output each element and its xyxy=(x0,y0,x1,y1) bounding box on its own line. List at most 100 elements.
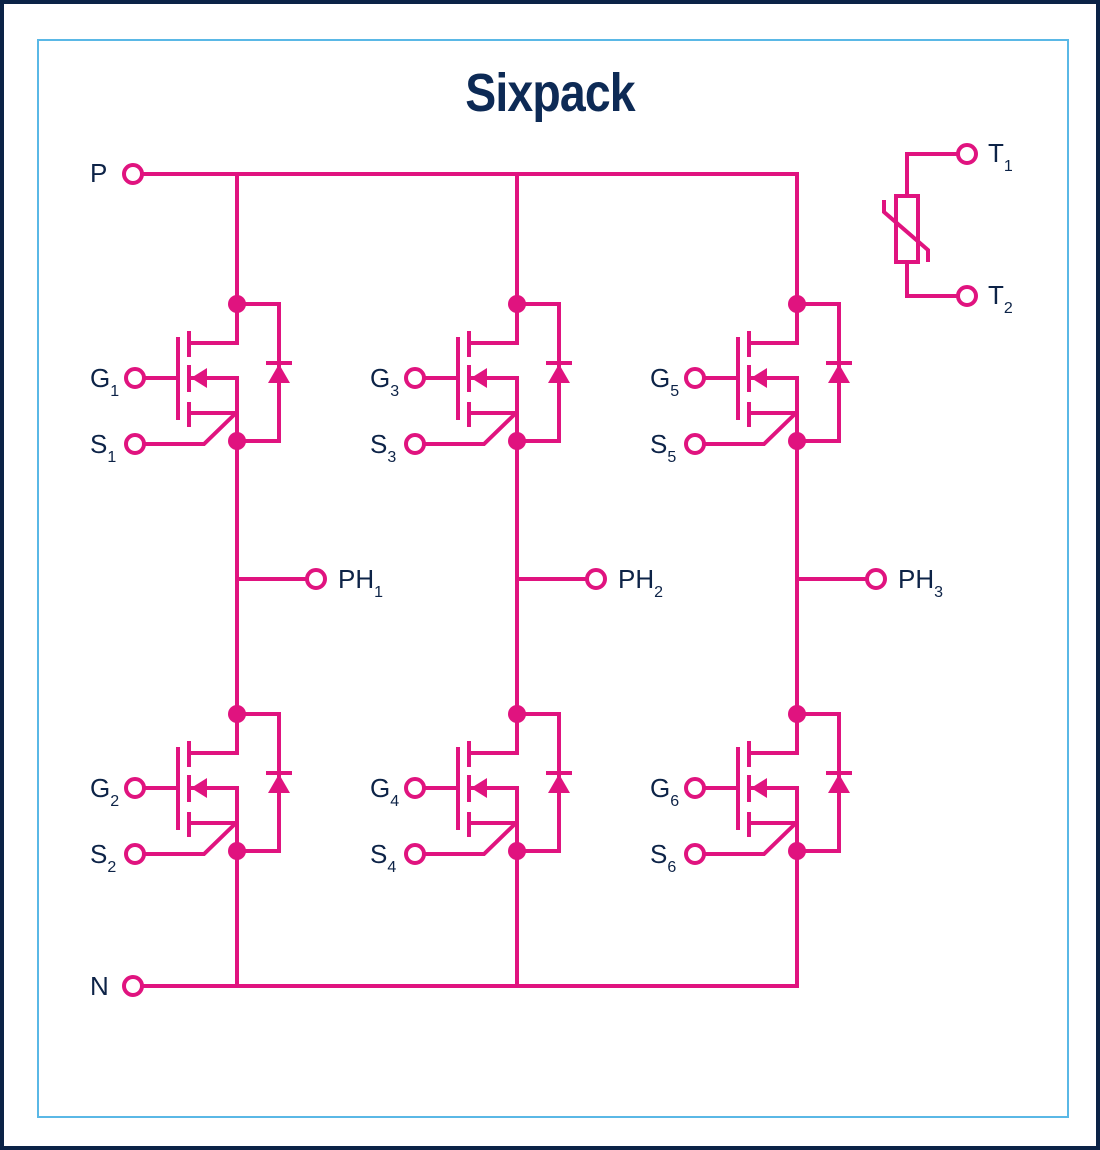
drain-wire xyxy=(469,304,519,345)
drain-wire xyxy=(749,714,799,755)
gate-label-sub: 5 xyxy=(670,383,679,400)
kelvin-source-lead xyxy=(423,410,519,446)
junction-dot xyxy=(508,295,526,313)
source-terminal[interactable] xyxy=(684,843,706,865)
t1-main: T xyxy=(988,138,1004,168)
negative-terminal[interactable] xyxy=(122,975,144,997)
source-label-sub: 1 xyxy=(107,449,116,466)
body-diode-arrow-icon xyxy=(471,778,487,798)
source-label-main: S xyxy=(650,839,667,869)
kelvin-source-lead xyxy=(703,410,799,446)
source-label-sub: 4 xyxy=(387,859,396,876)
source-label: S3 xyxy=(370,429,396,466)
body-diode-arrow-icon xyxy=(471,368,487,388)
negative-rail: N xyxy=(90,852,799,1001)
gate-terminal[interactable] xyxy=(404,367,426,389)
t1-sub: 1 xyxy=(1004,158,1013,175)
source-terminal[interactable] xyxy=(404,843,426,865)
source-label-main: S xyxy=(90,429,107,459)
diode-wire xyxy=(517,712,561,853)
junction-dot xyxy=(788,295,806,313)
gate-label-sub: 3 xyxy=(390,383,399,400)
gate-label-sub: 2 xyxy=(110,793,119,810)
kelvin-source-lead xyxy=(423,820,519,856)
gate-label-main: G xyxy=(370,363,390,393)
phase-terminal-3[interactable] xyxy=(865,568,887,590)
negative-rail-label: N xyxy=(90,971,109,1001)
positive-terminal[interactable] xyxy=(122,163,144,185)
source-label: S4 xyxy=(370,839,396,876)
phase-label-2: PH2 xyxy=(618,564,663,601)
junction-dot xyxy=(508,705,526,723)
drain-wire xyxy=(189,304,239,345)
gate-label: G1 xyxy=(90,363,119,400)
source-label-sub: 6 xyxy=(667,859,676,876)
thermistor-ntc-slash xyxy=(882,200,930,262)
phase-label-1-main: PH xyxy=(338,564,374,594)
junction-dot xyxy=(228,432,246,450)
thermistor-label-t2: T2 xyxy=(988,280,1013,317)
source-label-main: S xyxy=(370,429,387,459)
diode-wire xyxy=(237,302,281,443)
thermistor-terminal-t2[interactable] xyxy=(956,285,978,307)
junction-dot xyxy=(228,295,246,313)
diode-icon xyxy=(268,774,290,793)
t2-sub: 2 xyxy=(1004,300,1013,317)
gate-terminal[interactable] xyxy=(404,777,426,799)
mosfet-with-diode: G5S 5 xyxy=(650,295,852,466)
phase-label-3-sub: 3 xyxy=(934,584,943,601)
gate-label: G5 xyxy=(650,363,679,400)
source-terminal[interactable] xyxy=(124,433,146,455)
thermistor-label-t1: T1 xyxy=(988,138,1013,175)
junction-dot xyxy=(228,705,246,723)
thermistor-terminal-t1[interactable] xyxy=(956,143,978,165)
source-terminal[interactable] xyxy=(684,433,706,455)
thermistor-lead-top xyxy=(905,152,958,196)
diode-wire xyxy=(237,712,281,853)
drain-wire xyxy=(469,714,519,755)
phase-label-1: PH1 xyxy=(338,564,383,601)
gate-label-sub: 1 xyxy=(110,383,119,400)
source-label-main: S xyxy=(650,429,667,459)
junction-dot xyxy=(508,842,526,860)
phase-terminal-2[interactable] xyxy=(585,568,607,590)
phase-label-3: PH3 xyxy=(898,564,943,601)
positive-rail: P xyxy=(90,158,799,304)
kelvin-source-lead xyxy=(703,820,799,856)
gate-terminal[interactable] xyxy=(684,367,706,389)
phase-label-2-sub: 2 xyxy=(654,584,663,601)
thermistor-body xyxy=(894,194,920,264)
junction-dot xyxy=(788,842,806,860)
diode-wire xyxy=(797,302,841,443)
diode-icon xyxy=(828,774,850,793)
diode-wire xyxy=(797,712,841,853)
source-label-sub: 2 xyxy=(107,859,116,876)
junction-dot xyxy=(788,705,806,723)
gate-terminal[interactable] xyxy=(124,777,146,799)
inner-frame xyxy=(37,39,1069,1118)
source-label-main: S xyxy=(90,839,107,869)
thermistor-lead-bottom xyxy=(905,262,958,298)
gate-label-sub: 6 xyxy=(670,793,679,810)
positive-rail-label: P xyxy=(90,158,107,188)
diagram-title: Sixpack xyxy=(465,63,635,123)
source-terminal[interactable] xyxy=(404,433,426,455)
phase-terminal-1[interactable] xyxy=(305,568,327,590)
source-terminal[interactable] xyxy=(124,843,146,865)
gate-terminal[interactable] xyxy=(684,777,706,799)
gate-label: G2 xyxy=(90,773,119,810)
junction-dot xyxy=(788,432,806,450)
gate-terminal[interactable] xyxy=(124,367,146,389)
body-diode-arrow-icon xyxy=(751,778,767,798)
source-label: S6 xyxy=(650,839,676,876)
